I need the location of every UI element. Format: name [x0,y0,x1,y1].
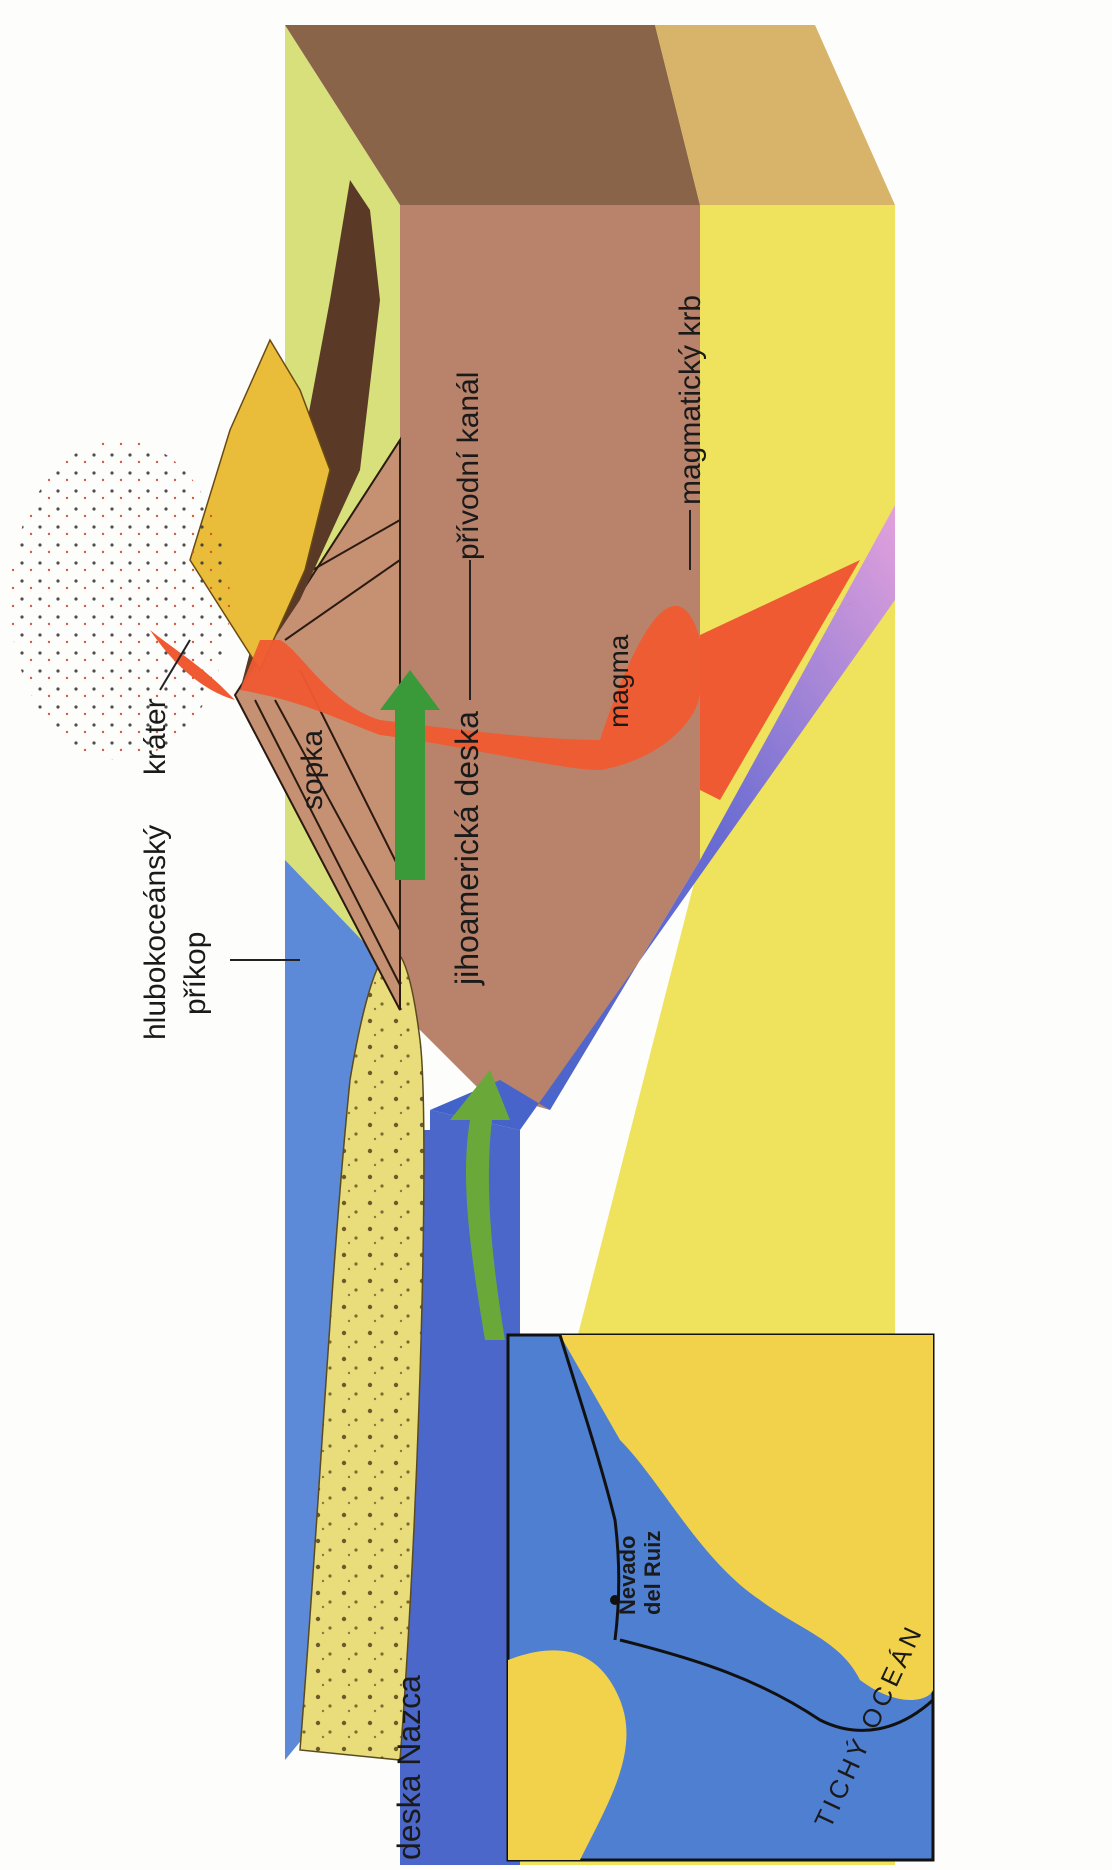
label-magma-chamber: magmatický krb [674,295,707,505]
label-trench: příkop [179,932,212,1015]
label-feeder-conduit: přívodní kanál [452,372,485,560]
label-south-american-plate: jihoamerická deska [449,711,485,986]
inset-place-line2: del Ruiz [640,1531,665,1615]
label-crater-word1: hlubokoceánský [139,825,172,1040]
inset-map [508,1335,933,1860]
label-crater-word2: kráter [139,698,172,775]
inset-place-line1: Nevado [615,1536,640,1615]
label-volcano: sopka [296,730,329,810]
label-magma: magma [603,634,634,728]
ash-cloud [10,440,230,760]
label-nazca-plate: deska Nazca [391,1675,427,1860]
